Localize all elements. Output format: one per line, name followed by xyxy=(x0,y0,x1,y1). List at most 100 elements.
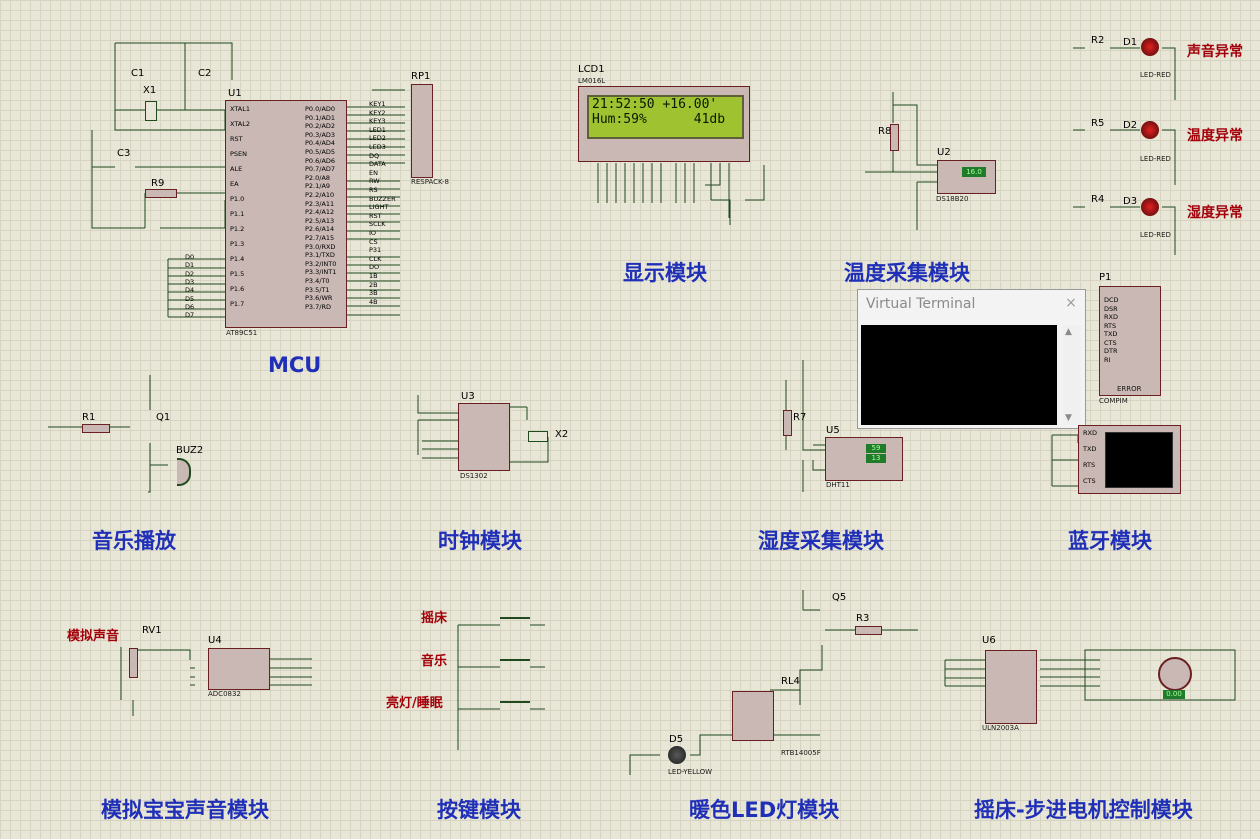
bluetooth-pin-label: CTS xyxy=(1083,477,1096,485)
u1-net-label: DATA xyxy=(369,160,386,169)
d3-model: LED-RED xyxy=(1140,231,1171,239)
virtual-terminal-scrollbar[interactable]: ▲ ▼ xyxy=(1063,325,1081,425)
u1-pin-label: P3.5/T1 xyxy=(305,285,330,294)
u1-pin-label: P3.0/RXD xyxy=(305,242,336,251)
u1-net-label: BUZZER xyxy=(369,194,396,203)
bluetooth-screen xyxy=(1105,432,1173,488)
u1-net-label: D1 xyxy=(185,261,195,270)
p1-pin-label: RTS xyxy=(1104,321,1117,330)
virtual-terminal-title: Virtual Terminal xyxy=(866,296,976,312)
u3-chip xyxy=(458,403,510,471)
u5-display-1: 59 xyxy=(866,444,886,453)
u1-net-label: EN xyxy=(369,168,378,177)
u1-net-label: LED2 xyxy=(369,134,386,143)
u1-net-label: 4B xyxy=(369,297,378,306)
label-display: 显示模块 xyxy=(623,261,707,285)
lcd1-model: LM016L xyxy=(578,77,606,85)
p1-ref: P1 xyxy=(1099,272,1112,283)
x2-ref: X2 xyxy=(555,429,569,440)
u1-pin-label: P0.3/AD3 xyxy=(305,130,336,139)
u1-net-label: RW xyxy=(369,177,380,186)
q5-ref: Q5 xyxy=(832,592,847,603)
u1-pin-label: P0.4/AD4 xyxy=(305,139,336,148)
virtual-terminal-window[interactable]: Virtual Terminal × ▲ ▼ xyxy=(857,289,1086,429)
u1-pin-label: ALE xyxy=(230,165,243,173)
r1-ref: R1 xyxy=(82,412,96,423)
rl4-model: RTB14005F xyxy=(781,749,821,757)
u1-pin-label: P0.6/AD6 xyxy=(305,156,336,165)
u1-ref: U1 xyxy=(228,88,242,99)
u1-net-label: LED1 xyxy=(369,125,386,134)
u1-pin-label: XTAL2 xyxy=(230,120,251,128)
u6-chip xyxy=(985,650,1037,724)
u1-net-label: KEY3 xyxy=(369,117,386,126)
u2-chip xyxy=(937,160,996,194)
key3-button[interactable] xyxy=(500,701,530,712)
close-icon[interactable]: × xyxy=(1065,295,1077,311)
scroll-down-icon[interactable]: ▼ xyxy=(1065,413,1072,423)
d5-model: LED-YELLOW xyxy=(668,768,713,776)
p1-pin-label: DCD xyxy=(1104,296,1119,304)
label-keys: 按键模块 xyxy=(437,798,521,822)
virtual-terminal-screen[interactable] xyxy=(861,325,1057,425)
u1-net-label: LED3 xyxy=(369,143,386,151)
r5-ref: R5 xyxy=(1091,118,1105,129)
rv1-pot[interactable] xyxy=(129,648,138,678)
r7-resistor xyxy=(783,410,792,436)
u1-net-label: CLK xyxy=(369,254,382,263)
u1-pin-label: RST xyxy=(230,135,243,143)
u1-pin-label: P3.6/WR xyxy=(305,294,333,303)
bluetooth-pin-label: TXD xyxy=(1083,445,1097,453)
u1-pin-label: PSEN xyxy=(230,150,248,158)
u1-pin-label: P1.5 xyxy=(230,270,245,278)
u1-pin-label: XTAL1 xyxy=(230,105,251,113)
u1-pin-label: P3.4/T0 xyxy=(305,277,330,285)
u4-model: ADC0832 xyxy=(208,690,241,698)
d1-model: LED-RED xyxy=(1140,71,1171,79)
u1-pin-label: P1.4 xyxy=(230,255,245,263)
d2-ref: D2 xyxy=(1123,120,1138,131)
p1-pin-label: RXD xyxy=(1104,313,1118,321)
u1-pin-label: P0.2/AD2 xyxy=(305,122,336,131)
lcd-line-1: 21:52:50 +16.00' xyxy=(592,97,718,112)
u1-net-label: 3B xyxy=(369,289,378,298)
u1-net-label: RST xyxy=(369,211,382,220)
p1-pin-label: DTR xyxy=(1104,347,1118,355)
rl4-ref: RL4 xyxy=(781,676,800,687)
u1-net-label: IO xyxy=(369,229,377,237)
u1-pin-label: P0.5/AD5 xyxy=(305,148,336,156)
rp1-model: RESPACK-8 xyxy=(411,178,449,186)
x1-crystal xyxy=(145,101,157,121)
u5-ref: U5 xyxy=(826,425,840,436)
p1-body xyxy=(1099,286,1161,396)
bluetooth-pin-label: RXD xyxy=(1083,429,1097,437)
key-label-light-sleep: 亮灯/睡眠 xyxy=(386,696,443,711)
key1-button[interactable] xyxy=(500,617,530,628)
u6-ref: U6 xyxy=(982,635,996,646)
c3-ref: C3 xyxy=(117,148,131,159)
u2-display: 16.0 xyxy=(962,167,986,177)
lcd-line-2: Hum:59% 41db xyxy=(592,112,726,127)
alarm-label-sound: 声音异常 xyxy=(1187,44,1243,60)
simulated-sound-label: 模拟声音 xyxy=(67,629,120,644)
u6-model: ULN2003A xyxy=(982,724,1019,732)
lcd1-screen: 21:52:50 +16.00' Hum:59% 41db xyxy=(587,95,744,139)
u1-model: AT89C51 xyxy=(226,329,258,337)
q1-ref: Q1 xyxy=(156,412,171,423)
key2-button[interactable] xyxy=(500,659,530,670)
u1-pin-label: P0.1/AD1 xyxy=(305,113,336,122)
r9-resistor xyxy=(145,189,177,198)
u5-model: DHT11 xyxy=(826,481,850,489)
u1-pin-label: P0.0/AD0 xyxy=(305,105,336,113)
u1-pin-label: P3.1/TXD xyxy=(305,251,335,260)
u1-pin-label: P2.6/A14 xyxy=(305,225,335,234)
u2-ref: U2 xyxy=(937,147,951,158)
u1-net-label: RS xyxy=(369,186,378,194)
u1-pin-label: P1.0 xyxy=(230,195,245,203)
p1-model: COMPIM xyxy=(1099,397,1128,405)
r3-resistor xyxy=(855,626,882,635)
scroll-up-icon[interactable]: ▲ xyxy=(1065,327,1072,337)
u1-net-label: SCLK xyxy=(369,220,386,229)
